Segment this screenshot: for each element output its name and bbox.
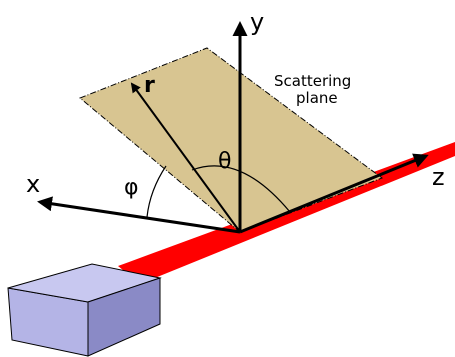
box-side — [87, 277, 161, 357]
theta-label: θ — [218, 149, 231, 174]
x-axis-label: x — [26, 170, 40, 198]
plane-label-line2: plane — [296, 89, 338, 107]
plane-label-line1: Scattering — [274, 72, 351, 90]
x-axis — [37, 196, 241, 234]
z-axis — [239, 153, 429, 234]
scattering-plane — [79, 47, 384, 233]
y-axis-label: y — [250, 8, 264, 36]
phi-arc — [146, 165, 167, 218]
r-vector — [130, 82, 241, 233]
z-axis-label: z — [432, 163, 445, 191]
phi-label: φ — [124, 175, 139, 200]
r-vector-label: r — [144, 73, 155, 98]
detector-box — [7, 263, 162, 357]
